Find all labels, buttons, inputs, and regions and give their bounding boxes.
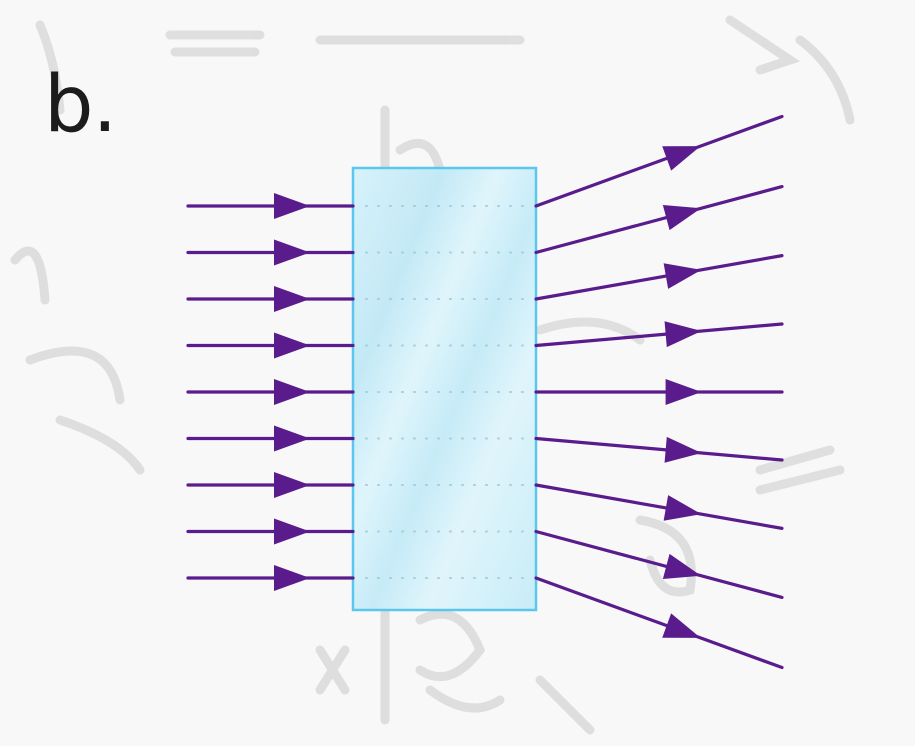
incoming-rays xyxy=(188,193,353,591)
outgoing-ray xyxy=(536,256,782,299)
outgoing-arrowhead xyxy=(664,263,702,289)
incoming-arrowhead xyxy=(274,193,310,219)
outgoing-ray xyxy=(536,324,782,346)
incoming-arrowhead xyxy=(274,472,310,498)
glass-block xyxy=(353,168,536,610)
outgoing-arrowhead xyxy=(664,495,702,521)
incoming-arrowhead xyxy=(274,519,310,545)
outgoing-arrowhead xyxy=(662,613,700,638)
outgoing-arrowhead xyxy=(663,205,701,230)
incoming-arrowhead xyxy=(274,379,310,405)
incoming-arrowhead xyxy=(274,286,310,312)
outgoing-arrowhead xyxy=(665,437,702,463)
incoming-arrowhead xyxy=(274,565,310,591)
outgoing-arrowhead xyxy=(665,321,702,347)
incoming-arrowhead xyxy=(274,426,310,452)
incoming-arrowhead xyxy=(274,333,310,359)
outgoing-arrowhead xyxy=(662,146,700,171)
outgoing-ray xyxy=(536,439,782,461)
outgoing-ray xyxy=(536,187,782,253)
outgoing-ray xyxy=(536,578,782,668)
incoming-arrowhead xyxy=(274,240,310,266)
outgoing-arrowhead xyxy=(666,379,702,405)
panel-label: b. xyxy=(44,66,116,144)
outgoing-ray xyxy=(536,116,782,206)
